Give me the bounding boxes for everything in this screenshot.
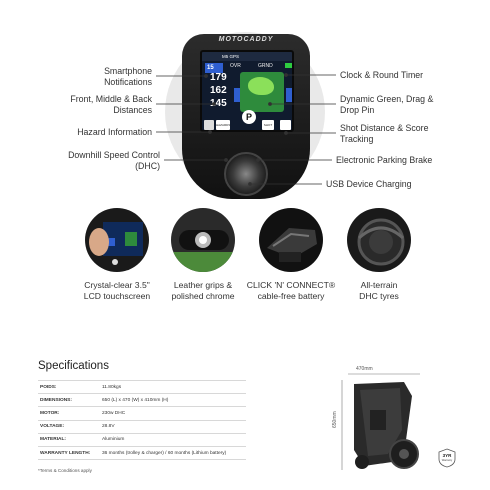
folded-trolley-image [341,373,420,470]
pin-icon: P [242,110,256,124]
callout-dhc: Downhill Speed Control (DHC) [68,150,160,171]
shield-icon [438,448,456,468]
spec-key: MATERIAL: [38,433,100,447]
feature-caption: All-terrain DHC tyres [324,280,434,302]
callout-shot-distance: Shot Distance & Score Tracking [340,123,429,144]
feature-caption: Leather grips & polished chrome [148,280,258,302]
specifications-table: POIDS: 11.80kgs DIMENSIONS: 650 (L) x 47… [38,379,246,461]
back-distance: 145 [210,98,227,109]
spec-key: DIMENSIONS: [38,393,100,408]
spec-value: 28.8V [100,420,246,434]
specifications-title: Specifications [38,360,109,372]
table-row: WARRANTY LENGTH: 36 months (trolley & ch… [38,446,246,461]
callout-distances: Front, Middle & Back Distances [70,94,152,115]
tyres-photo [347,208,411,272]
touchscreen-icon [89,222,143,265]
feature-tyres: All-terrain DHC tyres [324,208,434,302]
gps-screen: M5 GPS 15 OVR GRND 179 162 145 HAZARDS P… [200,50,294,132]
feature-caption: Crystal-clear 3.5" LCD touchscreen [62,280,172,302]
screen-header: M5 GPS [202,52,292,61]
callout-hazard-info: Hazard Information [77,127,152,137]
caption-line: cable-free battery [257,291,325,301]
screen-tab-left: OVR [230,63,241,69]
hazards-button: HAZARDS [216,120,230,130]
power-dial [224,152,268,196]
spec-key: POIDS: [38,379,100,395]
spec-value: 11.80kgs [100,379,246,395]
feature-battery: CLICK 'N' CONNECT® cable-free battery [236,208,346,302]
hero-section: MOTOCADDY M5 GPS 15 OVR GRND 179 162 145… [0,0,490,200]
spec-key: VOLTAGE: [38,420,100,434]
battery-photo [259,208,323,272]
caption-line: DHC tyres [359,291,399,301]
callout-lines [156,73,336,186]
table-row: VOLTAGE: 28.8V [38,420,246,434]
badge-label: Warranty [441,459,453,462]
badge-years: 3YR [442,453,452,458]
callout-dynamic-green: Dynamic Green, Drag & Drop Pin [340,94,434,115]
warranty-badge: 3YR Warranty [437,448,457,468]
callout-clock-timer: Clock & Round Timer [340,70,424,80]
grip-icon [171,230,235,272]
terms-note: *Terms & Conditions apply [38,468,92,473]
tyre-icon [357,218,405,266]
dimension-width: 470mm [356,366,373,372]
table-row: MATERIAL: Aluminium [38,433,246,447]
scorecard-icon [280,120,291,130]
grips-photo [171,208,235,272]
arrow-left-icon [234,88,240,102]
callout-smartphone-notifications: Smartphone Notifications [104,66,152,87]
caption-line: Crystal-clear 3.5" [84,280,150,290]
shot-button: SHOT [262,120,274,130]
battery-connect-icon [267,228,317,262]
green-icon [248,77,274,95]
spec-value: 230w DHC [100,406,246,421]
caption-line: Leather grips & [173,280,233,290]
middle-distance: 162 [210,85,227,96]
feature-caption: CLICK 'N' CONNECT® cable-free battery [236,280,346,302]
arrow-right-icon [286,88,292,102]
spec-key: WARRANTY LENGTH: [38,446,100,461]
callout-usb-charging: USB Device Charging [326,179,412,189]
caption-line: All-terrain [360,280,398,290]
spec-value: 36 months (trolley & charger) / 60 month… [100,446,246,461]
feature-grips: Leather grips & polished chrome [148,208,258,302]
spec-key: MOTOR: [38,406,100,421]
spec-value: 650 (L) x 470 (W) x 410mm (H) [100,393,246,408]
wind-indicator: 15 [205,63,223,73]
lcd-photo [85,208,149,272]
battery-icon [285,63,292,68]
callout-parking-brake: Electronic Parking Brake [336,155,433,165]
screen-tab-right: GRND [258,63,273,69]
spec-value: Aluminium [100,433,246,447]
caption-line: CLICK 'N' CONNECT® [246,280,336,290]
device-brand: MOTOCADDY [218,36,274,43]
caption-line: LCD touchscreen [83,291,151,301]
table-row: POIDS: 11.80kgs [38,379,246,395]
dimension-height: 650mm [332,411,338,428]
menu-icon [204,120,214,130]
caption-line: polished chrome [171,291,235,301]
front-distance: 179 [210,72,227,83]
table-row: MOTOR: 230w DHC [38,406,246,421]
feature-lcd: Crystal-clear 3.5" LCD touchscreen [62,208,172,302]
table-row: DIMENSIONS: 650 (L) x 470 (W) x 410mm (H… [38,393,246,408]
